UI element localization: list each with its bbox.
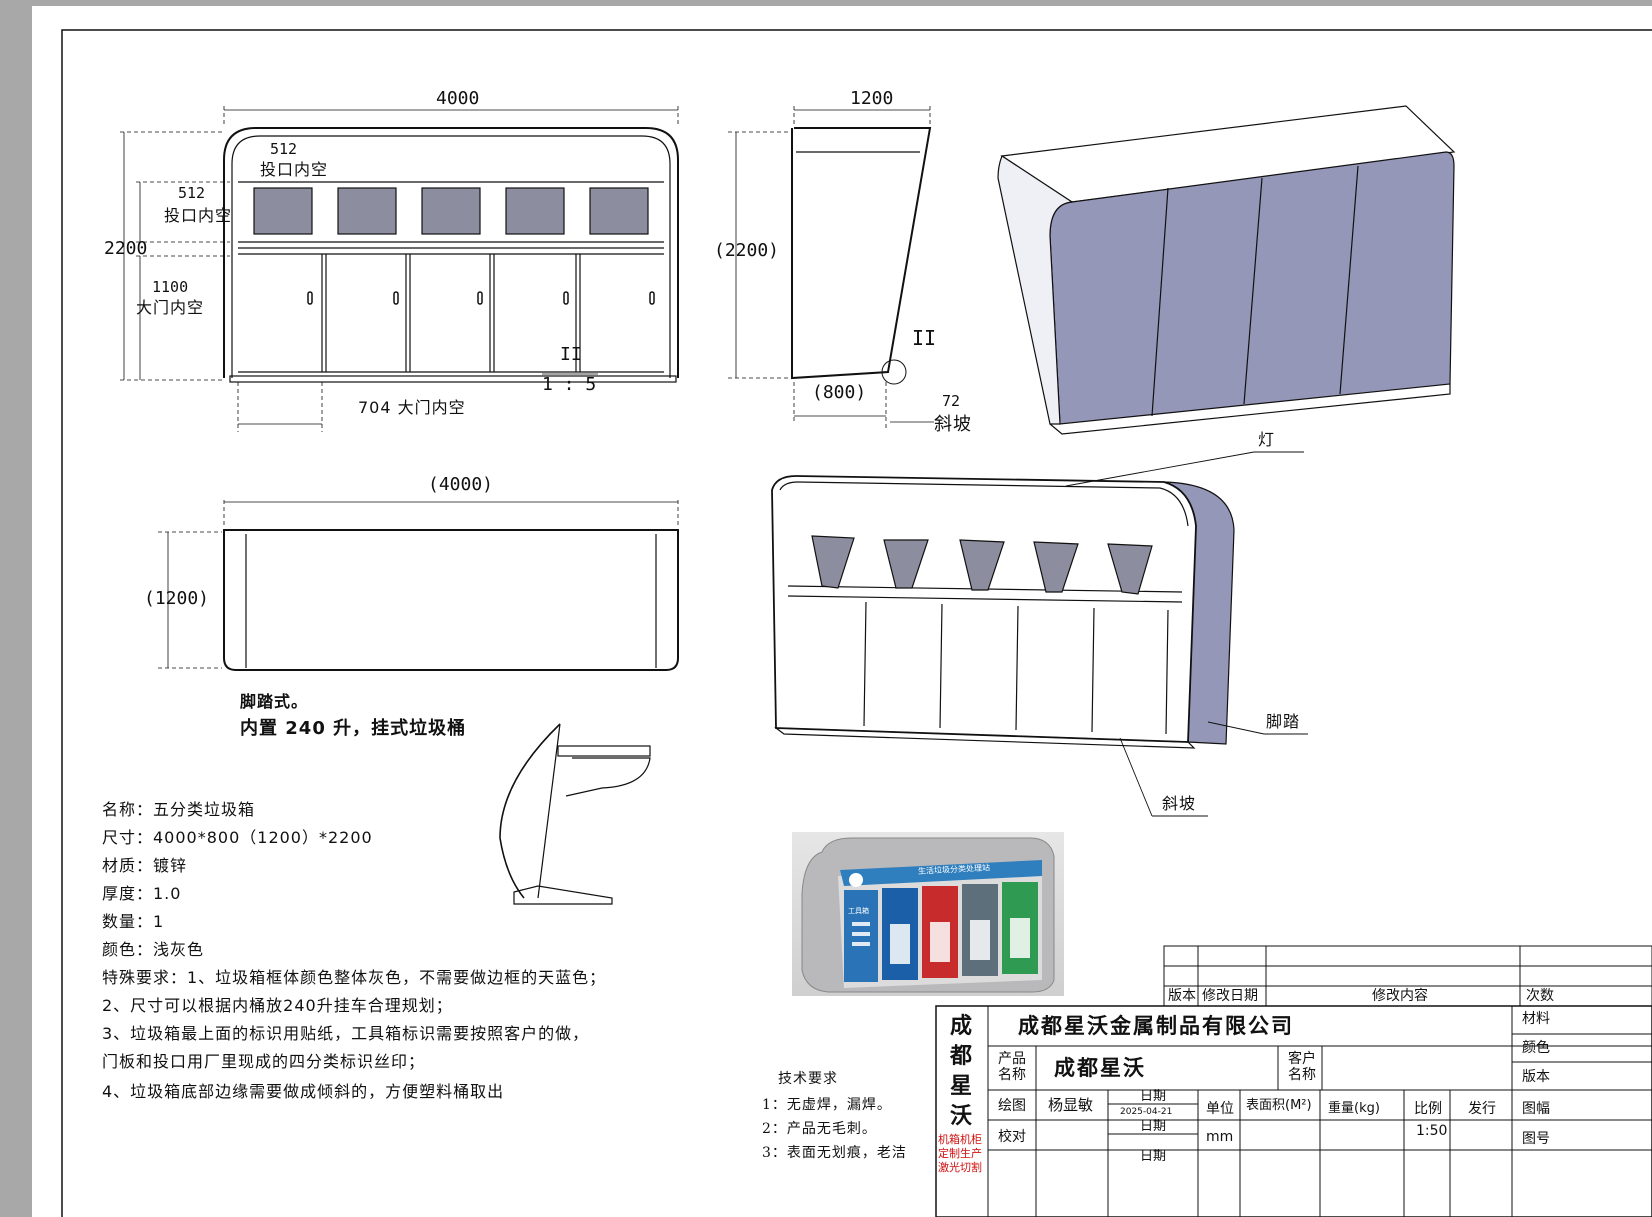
product-label-2: 名称 xyxy=(998,1067,1026,1083)
color-label: 颜色 xyxy=(1522,1040,1550,1056)
dim-side-top: 1200 xyxy=(850,88,894,109)
spec-req-2: 2、尺寸可以根据内桶放240升挂车合理规划； xyxy=(102,996,453,1015)
detail-mark: II xyxy=(912,326,937,350)
title-block-grid xyxy=(935,945,1652,1217)
client-label-2: 名称 xyxy=(1288,1067,1316,1083)
tech-title: 技术要求 xyxy=(778,1071,838,1087)
drawing-no-label: 图号 xyxy=(1522,1131,1550,1147)
dim-front-height: 2200 xyxy=(104,238,148,259)
rev-date-label: 修改日期 xyxy=(1202,988,1258,1004)
label-slot-left: 投口内空 xyxy=(164,206,233,225)
front-view xyxy=(120,106,679,432)
spec-quantity: 数量：1 xyxy=(102,912,165,931)
iso-back-view xyxy=(997,105,1456,435)
reference-photo: 生活垃圾分类处理站 工具箱 xyxy=(792,832,1064,996)
dim-door-height: 1100 xyxy=(152,278,189,296)
company-vert-2: 都 xyxy=(950,1044,973,1069)
dim-side-bottom: (800) xyxy=(812,382,867,403)
weight-label: 重量(kg) xyxy=(1328,1101,1380,1116)
check-label: 校对 xyxy=(998,1129,1026,1145)
drawn-by: 杨显敏 xyxy=(1048,1096,1094,1114)
spec-size: 尺寸：4000*800（1200）*2200 xyxy=(102,828,373,847)
side-view xyxy=(728,106,934,430)
drawing-sheet: 4000 512 投口内空 512 投口内空 2200 1100 大门内空 70… xyxy=(32,6,1652,1217)
note-bin-info: 内置 240 升，挂式垃圾桶 xyxy=(240,718,467,739)
spec-material: 材质：镀锌 xyxy=(102,856,188,875)
spec-thickness: 厚度：1.0 xyxy=(102,884,182,903)
dim-front-width: 4000 xyxy=(436,88,480,109)
dim-slope-val: 72 xyxy=(942,392,961,410)
rev-count-label: 次数 xyxy=(1526,988,1554,1004)
company-name: 成都星沃金属制品有限公司 xyxy=(1018,1014,1294,1038)
callout-slope: 斜坡 xyxy=(1162,794,1197,813)
callout-light: 灯 xyxy=(1258,430,1276,449)
date-value: 2025-04-21 xyxy=(1120,1107,1173,1117)
company-vert-1: 成 xyxy=(950,1014,973,1039)
company-vert-4: 沃 xyxy=(950,1104,973,1129)
dim-slot-left: 512 xyxy=(178,184,206,202)
scale-label: 比例 xyxy=(1414,1101,1442,1117)
version-label: 版本 xyxy=(1522,1069,1550,1085)
spec-req-4: 4、垃圾箱底部边缘需要做成倾斜的，方便塑料桶取出 xyxy=(102,1082,505,1101)
spec-req-3b: 门板和投口用厂里现成的四分类标识丝印； xyxy=(102,1052,426,1071)
photo-tool-label: 工具箱 xyxy=(848,907,869,915)
spec-color: 颜色：浅灰色 xyxy=(102,940,205,959)
product-name: 成都星沃 xyxy=(1054,1056,1146,1080)
tech-req-3: 3：表面无划痕，老洁 xyxy=(762,1145,907,1161)
iso-front-view xyxy=(771,451,1308,817)
detail-scale: 1 : 5 xyxy=(542,374,597,395)
date-label-2: 日期 xyxy=(1140,1119,1167,1134)
unit-value: mm xyxy=(1206,1129,1234,1145)
client-label-1: 客户 xyxy=(1288,1051,1316,1067)
section-detail xyxy=(499,723,651,905)
company-sub-2: 定制生产 xyxy=(938,1147,982,1160)
detail-ref-front: II xyxy=(560,344,582,365)
rev-content-label: 修改内容 xyxy=(1372,988,1428,1004)
company-sub-1: 机箱机柜 xyxy=(938,1133,982,1146)
scale-value: 1:50 xyxy=(1416,1123,1448,1139)
dim-top-depth: (1200) xyxy=(144,588,210,609)
label-slope-side: 斜坡 xyxy=(934,414,972,435)
label-slot-top: 投口内空 xyxy=(260,160,329,179)
tech-req-2: 2：产品无毛刺。 xyxy=(762,1121,877,1137)
company-vert-3: 星 xyxy=(950,1074,973,1099)
frame-label: 图幅 xyxy=(1522,1101,1550,1117)
note-pedal-type: 脚踏式。 xyxy=(240,692,309,711)
material-label: 材料 xyxy=(1522,1011,1550,1027)
product-label-1: 产品 xyxy=(998,1051,1026,1067)
company-sub-3: 激光切割 xyxy=(938,1161,982,1174)
unit-label: 单位 xyxy=(1206,1101,1234,1117)
tech-req-1: 1：无虚焊，漏焊。 xyxy=(762,1097,892,1113)
callout-pedal: 脚踏 xyxy=(1266,712,1301,731)
spec-name: 名称：五分类垃圾箱 xyxy=(102,800,256,819)
spec-req-3: 3、垃圾箱最上面的标识用贴纸，工具箱标识需要按照客户的做， xyxy=(102,1024,590,1043)
area-label: 表面积(M²) xyxy=(1246,1098,1312,1113)
drawn-label: 绘图 xyxy=(998,1098,1026,1114)
rev-version-label: 版本 xyxy=(1168,988,1196,1004)
top-view xyxy=(158,500,679,671)
dim-door-width: 704 大门内空 xyxy=(358,398,466,417)
issue-label: 发行 xyxy=(1468,1101,1496,1117)
dim-top-width: (4000) xyxy=(428,474,494,495)
date-label: 日期 xyxy=(1140,1089,1167,1104)
date-label-3: 日期 xyxy=(1140,1149,1167,1164)
cad-drawing xyxy=(61,29,1652,1217)
sheet-border xyxy=(61,29,1652,1217)
dim-slot-top: 512 xyxy=(270,140,298,158)
spec-req-1: 特殊要求：1、垃圾箱框体颜色整体灰色，不需要做边框的天蓝色； xyxy=(102,968,607,987)
label-door-height: 大门内空 xyxy=(136,298,205,317)
dim-side-height: (2200) xyxy=(714,240,780,261)
